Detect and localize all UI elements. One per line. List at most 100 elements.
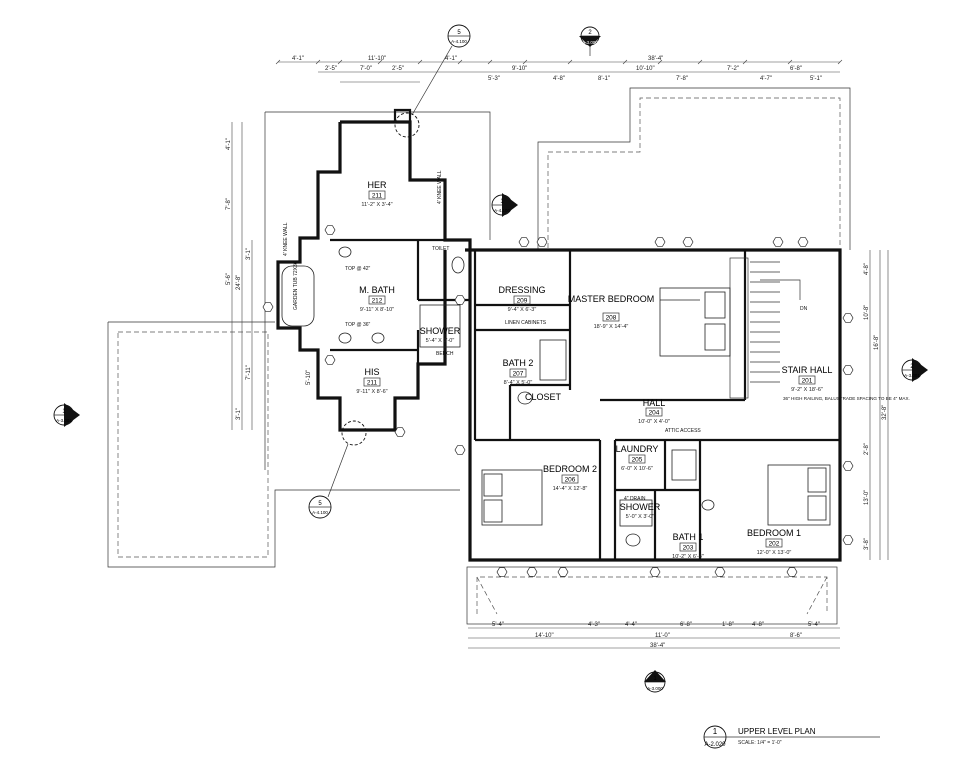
window-tag-icon — [496, 567, 508, 577]
fixtures — [281, 246, 831, 547]
room-size-bath-1: 10'-2" X 6'-4" — [672, 554, 704, 560]
plan-title: UPPER LEVEL PLAN — [738, 727, 816, 736]
room-name-bath-1: BATH 1 — [673, 532, 704, 542]
section-bottom-number: 1 — [653, 676, 657, 682]
dim-bot-1: 5'-4" — [492, 622, 504, 628]
stairs — [729, 257, 801, 399]
dim-tick — [622, 59, 628, 65]
title-sheet: A-2.020 — [704, 742, 726, 748]
dim-right-7: 3'-8" — [864, 538, 870, 550]
room-number-hall: 204 — [649, 410, 660, 417]
note-dn: DN — [800, 306, 808, 312]
room-size-shower-bath1: 5'-0" X 3'-0" — [626, 514, 655, 520]
window-tags — [262, 225, 854, 577]
dim-top2-11: 4'-7" — [760, 76, 772, 82]
dim-left-1: 4'-1" — [226, 138, 232, 150]
room-size-hall: 10'-0" X 4'-0" — [638, 419, 670, 425]
room-name-dressing: DRESSING — [498, 285, 545, 295]
dim-top2-3: 2'-5" — [392, 66, 404, 72]
dim-top2-1: 2'-5" — [325, 66, 337, 72]
roof-outlines — [107, 87, 851, 625]
dim-tick — [377, 59, 383, 65]
dim-top2-6: 4'-8" — [553, 76, 565, 82]
room-size-his: 9'-11" X 8'-6" — [356, 389, 387, 395]
dim-left-8: 3'-1" — [236, 408, 242, 420]
window-tag-icon — [714, 567, 726, 577]
dim-right-5: 2'-8" — [864, 443, 870, 455]
room-name-shower-bath1: SHOWER — [620, 502, 661, 512]
room-name-his: HIS — [364, 367, 379, 377]
section-marker-bottom: 1 A-3.000 — [644, 670, 666, 693]
window-tag-icon — [454, 445, 466, 455]
window-tag-icon — [842, 461, 854, 471]
dim-tick — [457, 59, 463, 65]
dim-top2-8: 10'-10" — [636, 66, 655, 72]
detail-callout-bottom: 5 A-4.100 — [308, 420, 367, 519]
dim-top2-5: 9'-10" — [512, 66, 527, 72]
section-bottom-sheet: A-3.000 — [647, 686, 663, 691]
note-drain: 4" DRAIN — [624, 496, 646, 502]
dim-right-3: 32'-8" — [882, 405, 888, 420]
dim-bot-7: 5'-4" — [808, 622, 820, 628]
room-number-dressing: 209 — [517, 298, 528, 305]
dim-right-4: 16'-8" — [874, 335, 880, 350]
dim-tick — [657, 59, 663, 65]
room-name-bath-2: BATH 2 — [503, 358, 534, 368]
dim-tick — [522, 59, 528, 65]
room-size-master-bedroom: 18'-9" X 14'-4" — [594, 324, 629, 330]
section-right-sheet: A-3.001 — [904, 373, 920, 378]
dim-top2-13: 5'-1" — [810, 76, 822, 82]
dim-top2-10: 7'-2" — [727, 66, 739, 72]
room-number-bedroom-2: 206 — [565, 477, 576, 484]
room-size-her: 11'-2" X 3'-4" — [361, 202, 392, 208]
window-tag-icon — [536, 237, 548, 247]
dim-top-1: 4'-1" — [292, 56, 304, 62]
room-size-dressing: 9'-4" X 6'-3" — [508, 307, 537, 313]
section-marker-right: 2 A-3.001 — [901, 358, 928, 382]
room-size-m-bath: 9'-11" X 8'-10" — [360, 307, 394, 313]
note-top-36: TOP @ 36" — [345, 322, 371, 328]
dim-bot-2: 4'-3" — [588, 622, 600, 628]
exterior-walls — [276, 108, 842, 562]
interior-walls — [330, 238, 840, 560]
room-number-bedroom-1: 202 — [769, 541, 780, 548]
section-left-sheet: A-3.001 — [56, 418, 72, 423]
room-number-bath-1: 203 — [683, 545, 694, 552]
room-size-bedroom-1: 12'-0" X 13'-0" — [757, 550, 792, 556]
dim-bot2-3: 8'-6" — [790, 633, 802, 639]
dim-bot-6: 4'-8" — [752, 622, 764, 628]
dim-top2-2: 7'-0" — [360, 66, 372, 72]
room-name-closet: CLOSET — [525, 392, 562, 402]
dim-bot-4: 6'-8" — [680, 622, 692, 628]
dim-bot-5: 1'-8" — [722, 622, 734, 628]
dim-left-4: 5'-6" — [226, 273, 232, 285]
window-tag-icon — [842, 365, 854, 375]
note-garden-tub: GARDEN TUB 72X36 — [293, 261, 299, 310]
note-linen-cabinets: LINEN CABINETS — [505, 320, 547, 326]
section-marker-left: 1 A-3.001 — [53, 403, 80, 427]
room-name-hall: HALL — [643, 398, 666, 408]
room-size-laundry: 6'-0" X 10'-6" — [621, 466, 653, 472]
note-knee-wall-left: 4' KNEE WALL — [283, 222, 289, 256]
dim-tick — [487, 59, 493, 65]
dimension-lines — [231, 59, 889, 649]
window-tag-icon — [518, 237, 530, 247]
room-labels: HER 211 11'-2" X 3'-4" M. BATH 212 9'-11… — [356, 180, 832, 560]
window-tag-icon — [842, 313, 854, 323]
window-tag-icon — [324, 225, 336, 235]
room-size-shower-master: 5'-4" X 3'-0" — [426, 338, 455, 344]
window-tag-icon — [454, 295, 466, 305]
dim-tick — [742, 59, 748, 65]
dim-top-2: 11'-10" — [368, 56, 386, 62]
window-tag-icon — [394, 427, 406, 437]
dim-tick — [337, 59, 343, 65]
dim-tick — [315, 59, 321, 65]
note-knee-wall-right: 4' KNEE WALL — [437, 170, 443, 204]
room-name-m-bath: M. BATH — [359, 285, 395, 295]
dim-tick — [787, 59, 793, 65]
section-top-number: 2 — [588, 30, 592, 36]
dim-bot2-2: 11'-0" — [655, 633, 670, 639]
window-tag-icon — [262, 302, 274, 312]
room-name-stair-hall: STAIR HALL — [782, 365, 833, 375]
